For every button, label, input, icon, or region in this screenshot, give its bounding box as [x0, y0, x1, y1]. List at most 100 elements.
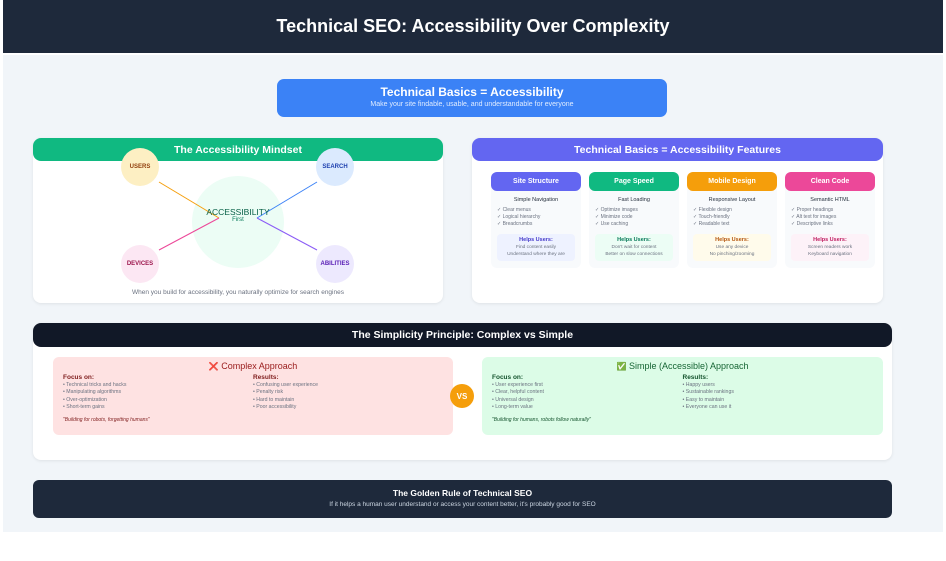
- feature-card: Site Structure Simple Navigation ✓ Clear…: [491, 172, 581, 268]
- complex-results-list: • Confusing user experience• Penalty ris…: [253, 382, 443, 411]
- connector-devices: [158, 217, 220, 251]
- complex-results-label: Results:: [253, 374, 279, 381]
- feature-header: Page Speed: [589, 172, 679, 191]
- feature-item: ✓ Flexible design: [693, 207, 732, 213]
- simple-focus-label: Focus on:: [492, 374, 524, 381]
- helps-users-title: Helps Users:: [519, 237, 553, 243]
- feature-item: ✓ Optimize images: [595, 207, 638, 213]
- list-item: • Long-term value: [492, 403, 533, 410]
- feature-item: ✓ Logical hierarchy: [497, 214, 541, 220]
- node-users: USERS: [121, 148, 159, 186]
- complex-quote: "Building for robots, forgetting humans": [63, 417, 150, 424]
- feature-header: Site Structure: [491, 172, 581, 191]
- feature-item: ✓ Proper headings: [791, 207, 834, 213]
- page-header: Technical SEO: Accessibility Over Comple…: [3, 0, 943, 53]
- list-item: • Hard to maintain: [253, 396, 295, 403]
- help-line: Find content easily: [516, 245, 556, 250]
- feature-item: ✓ Readable text: [693, 221, 730, 227]
- feature-card: Page Speed Fast Loading ✓ Optimize image…: [589, 172, 679, 268]
- feature-item: ✓ Touch-friendly: [693, 214, 730, 220]
- check-icon: ✅: [616, 362, 627, 371]
- feature-card: Clean Code Semantic HTML ✓ Proper headin…: [785, 172, 875, 268]
- feature-item: ✓ Breadcrumbs: [497, 221, 533, 227]
- complex-approach: ❌ Complex Approach Focus on:• Technical …: [53, 357, 453, 435]
- feature-header: Mobile Design: [687, 172, 777, 191]
- simple-approach: ✅ Simple (Accessible) Approach Focus on:…: [482, 357, 883, 435]
- center-title: ACCESSIBILITY: [206, 207, 270, 217]
- connector-search: [256, 181, 318, 219]
- help-line: Screen readers work: [807, 245, 853, 250]
- feature-list: ✓ Optimize images✓ Minimize code✓ Use ca…: [595, 207, 679, 228]
- list-item: • Clear, helpful content: [492, 389, 544, 396]
- list-item: • Universal design: [492, 396, 534, 403]
- feature-item: ✓ Clear menus: [497, 207, 531, 213]
- node-devices: DEVICES: [121, 245, 159, 283]
- banner-subtitle: Make your site findable, usable, and und…: [370, 101, 574, 108]
- feature-item: ✓ Minimize code: [595, 214, 633, 220]
- mindset-connectors: [158, 176, 318, 268]
- center-circle: [192, 176, 284, 268]
- list-item: • Short-term gains: [63, 403, 105, 410]
- feature-item: ✓ Descriptive links: [791, 221, 833, 227]
- simple-title: Simple (Accessible) Approach: [628, 361, 749, 371]
- list-item: • Poor accessibility: [253, 403, 297, 410]
- feature-list: ✓ Clear menus✓ Logical hierarchy✓ Breadc…: [497, 207, 581, 228]
- complex-focus-label: Focus on:: [63, 374, 95, 381]
- help-line: Better on slow connections: [605, 252, 663, 257]
- simple-quote: "Building for humans, robots follow natu…: [492, 417, 591, 424]
- feature-list: ✓ Proper headings✓ Alt text for images✓ …: [791, 207, 875, 228]
- help-line: Don't wait for content: [611, 245, 657, 250]
- list-item: • Penalty risk: [253, 389, 284, 396]
- golden-title: The Golden Rule of Technical SEO: [392, 488, 533, 498]
- connector-abilities: [256, 217, 318, 251]
- list-item: • Easy to maintain: [682, 396, 725, 403]
- center-subtitle: First: [232, 217, 244, 223]
- help-line: No pinching/zooming: [709, 252, 755, 257]
- node-search: SEARCH: [316, 148, 354, 186]
- feature-subtitle: Simple Navigation: [513, 197, 559, 203]
- complex-title: Complex Approach: [221, 361, 298, 371]
- list-item: • Happy users: [682, 382, 715, 388]
- cross-icon: ❌: [208, 362, 219, 371]
- feature-header: Clean Code: [785, 172, 875, 191]
- center-label: ACCESSIBILITY First: [183, 207, 293, 223]
- list-item: • Over-optimization: [63, 396, 107, 403]
- list-item: • Everyone can use it: [682, 403, 732, 410]
- simple-results-list: • Happy users• Sustainable rankings• Eas…: [683, 382, 874, 411]
- feature-card: Mobile Design Responsive Layout ✓ Flexib…: [687, 172, 777, 268]
- feature-subtitle: Fast Loading: [618, 197, 650, 203]
- helps-users-box: Helps Users: Use any device No pinching/zo…: [693, 234, 771, 261]
- banner-title: Technical Basics = Accessibility: [380, 85, 564, 99]
- help-line: Keyboard navigation: [808, 252, 852, 257]
- simplicity-title: The Simplicity Principle: Complex vs Sim…: [33, 323, 892, 347]
- connector-users: [158, 181, 220, 219]
- feature-item: ✓ Use caching: [595, 221, 629, 227]
- list-item: • Sustainable rankings: [682, 389, 734, 396]
- feature-item: ✓ Alt text for images: [791, 214, 837, 220]
- banner: Technical Basics = Accessibility Make yo…: [277, 79, 667, 117]
- list-item: • Manipulating algorithms: [63, 389, 122, 396]
- feature-subtitle: Semantic HTML: [810, 197, 850, 203]
- node-abilities: ABILITIES: [316, 245, 354, 283]
- golden-text: If it helps a human user understand or a…: [329, 501, 596, 508]
- help-line: Understand where they are: [507, 252, 565, 257]
- simple-results-label: Results:: [682, 374, 709, 381]
- list-item: • User experience first: [492, 382, 543, 388]
- features-title: Technical Basics = Accessibility Feature…: [472, 138, 883, 161]
- helps-users-title: Helps Users:: [617, 237, 651, 243]
- feature-subtitle: Responsive Layout: [708, 197, 756, 203]
- vs-badge: VS: [450, 384, 474, 408]
- simple-focus-list: • User experience first• Clear, helpful …: [492, 382, 683, 411]
- feature-list: ✓ Flexible design✓ Touch-friendly✓ Reada…: [693, 207, 777, 228]
- helps-users-title: Helps Users:: [715, 237, 749, 243]
- help-line: Use any device: [715, 245, 749, 250]
- golden-rule: The Golden Rule of Technical SEO If it h…: [33, 480, 892, 518]
- helps-users-title: Helps Users:: [813, 237, 847, 243]
- page-title: Technical SEO: Accessibility Over Comple…: [276, 16, 670, 36]
- list-item: • Technical tricks and hacks: [63, 382, 127, 388]
- complex-focus-list: • Technical tricks and hacks• Manipulati…: [63, 382, 253, 411]
- mindset-caption: When you build for accessibility, you na…: [132, 289, 344, 296]
